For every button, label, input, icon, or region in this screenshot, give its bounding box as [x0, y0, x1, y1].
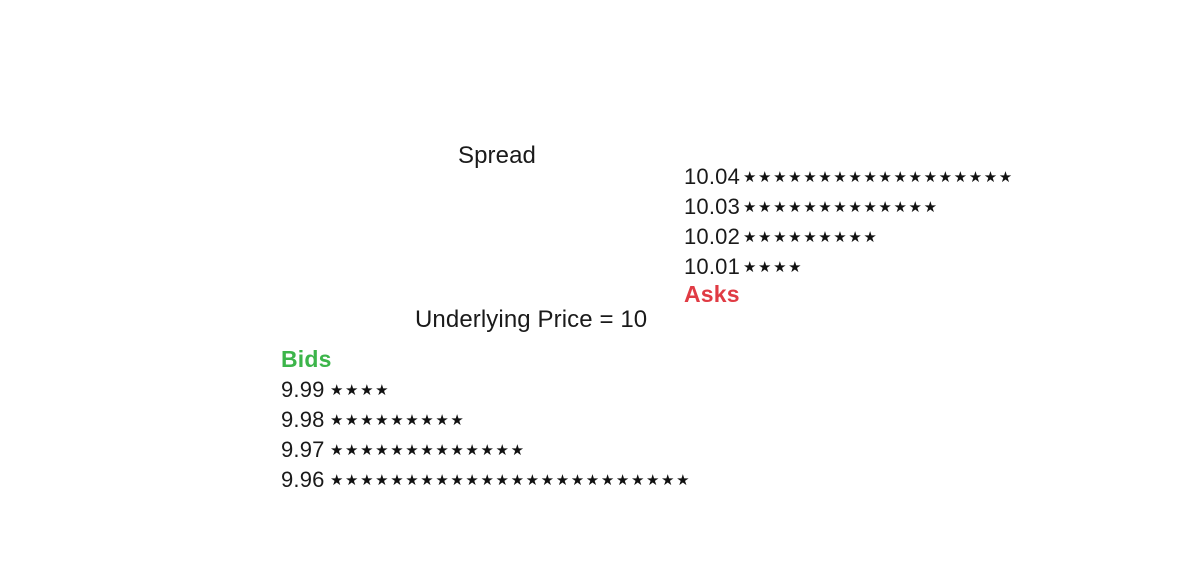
asks-ladder: 10.04 ★★★★★★★★★★★★★★★★★★ 10.03 ★★★★★★★★★…	[684, 164, 1014, 284]
ask-level-row: 10.01 ★★★★	[684, 254, 1014, 284]
bid-price: 9.97	[281, 437, 325, 462]
ask-price: 10.01	[684, 254, 741, 279]
underlying-price-label: Underlying Price = 10	[415, 306, 648, 333]
spread-label: Spread	[458, 142, 536, 169]
bid-level-row: 9.96 ★★★★★★★★★★★★★★★★★★★★★★★★	[281, 467, 691, 497]
bid-size-stars: ★★★★★★★★★★★★★	[330, 441, 526, 459]
ask-size-stars: ★★★★★★★★★★★★★★★★★★	[743, 168, 1014, 186]
ask-level-row: 10.04 ★★★★★★★★★★★★★★★★★★	[684, 164, 1014, 194]
bid-price: 9.96	[281, 467, 325, 492]
asks-heading: Asks	[684, 281, 740, 307]
bid-level-row: 9.98 ★★★★★★★★★	[281, 407, 691, 437]
bid-level-row: 9.97 ★★★★★★★★★★★★★	[281, 437, 691, 467]
bid-size-stars: ★★★★★★★★★★★★★★★★★★★★★★★★	[330, 471, 692, 489]
bid-size-stars: ★★★★★★★★★	[330, 411, 466, 429]
ask-level-row: 10.03 ★★★★★★★★★★★★★	[684, 194, 1014, 224]
bid-price: 9.99	[281, 377, 325, 402]
ask-size-stars: ★★★★	[743, 258, 804, 276]
bid-level-row: 9.99 ★★★★	[281, 377, 691, 407]
ask-level-row: 10.02 ★★★★★★★★★	[684, 224, 1014, 254]
bid-price: 9.98	[281, 407, 325, 432]
bid-size-stars: ★★★★	[330, 381, 391, 399]
ask-price: 10.02	[684, 224, 741, 249]
bids-ladder: 9.99 ★★★★ 9.98 ★★★★★★★★★ 9.97 ★★★★★★★★★★…	[281, 377, 691, 497]
ask-price: 10.04	[684, 164, 741, 189]
ask-size-stars: ★★★★★★★★★	[743, 228, 879, 246]
bids-heading: Bids	[281, 346, 332, 372]
ask-size-stars: ★★★★★★★★★★★★★	[743, 198, 939, 216]
ask-price: 10.03	[684, 194, 741, 219]
